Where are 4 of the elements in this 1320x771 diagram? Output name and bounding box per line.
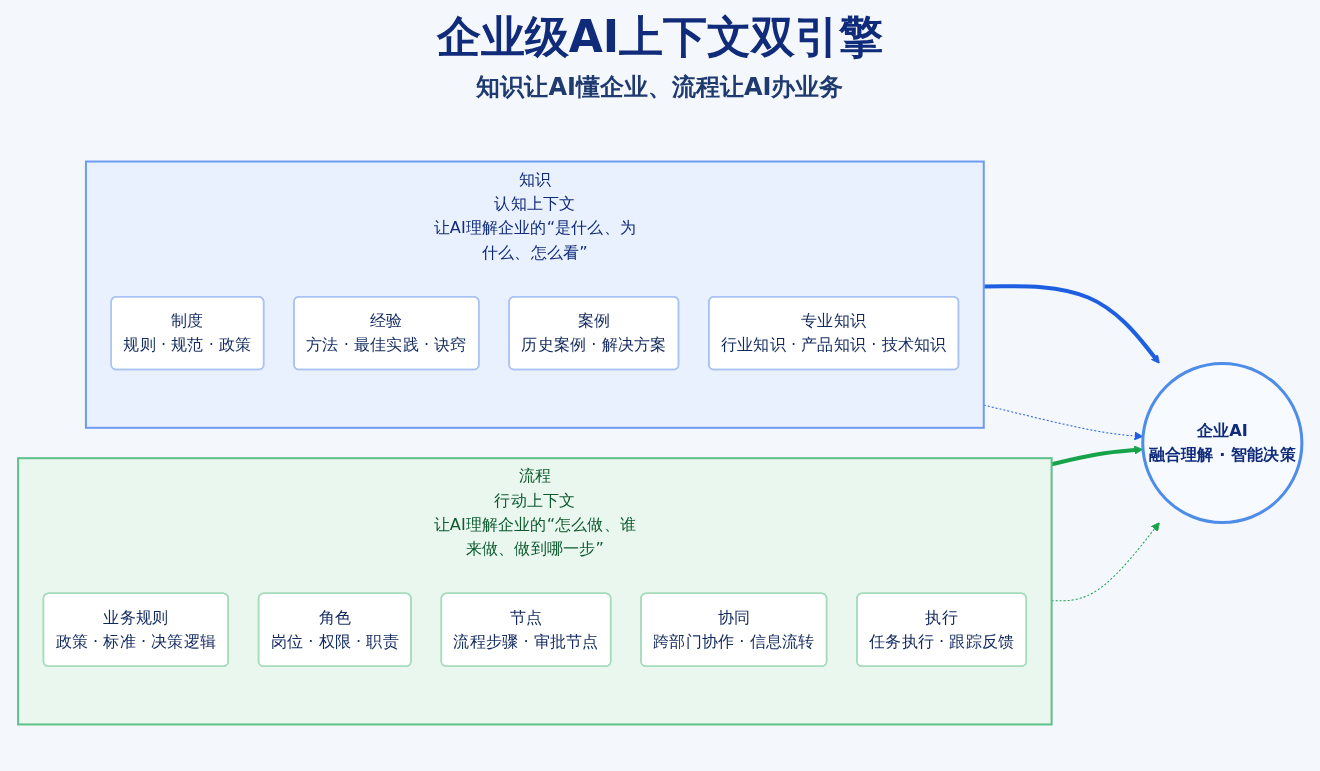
arrow	[983, 283, 1160, 364]
diagram-title: 企业级AI上下文双引擎	[436, 10, 884, 64]
node-circle: 企业AI 融合理解 · 智能决策	[1141, 361, 1304, 524]
subtitle-text: 知识让AI懂企业、流程让AI办业务	[476, 72, 844, 103]
